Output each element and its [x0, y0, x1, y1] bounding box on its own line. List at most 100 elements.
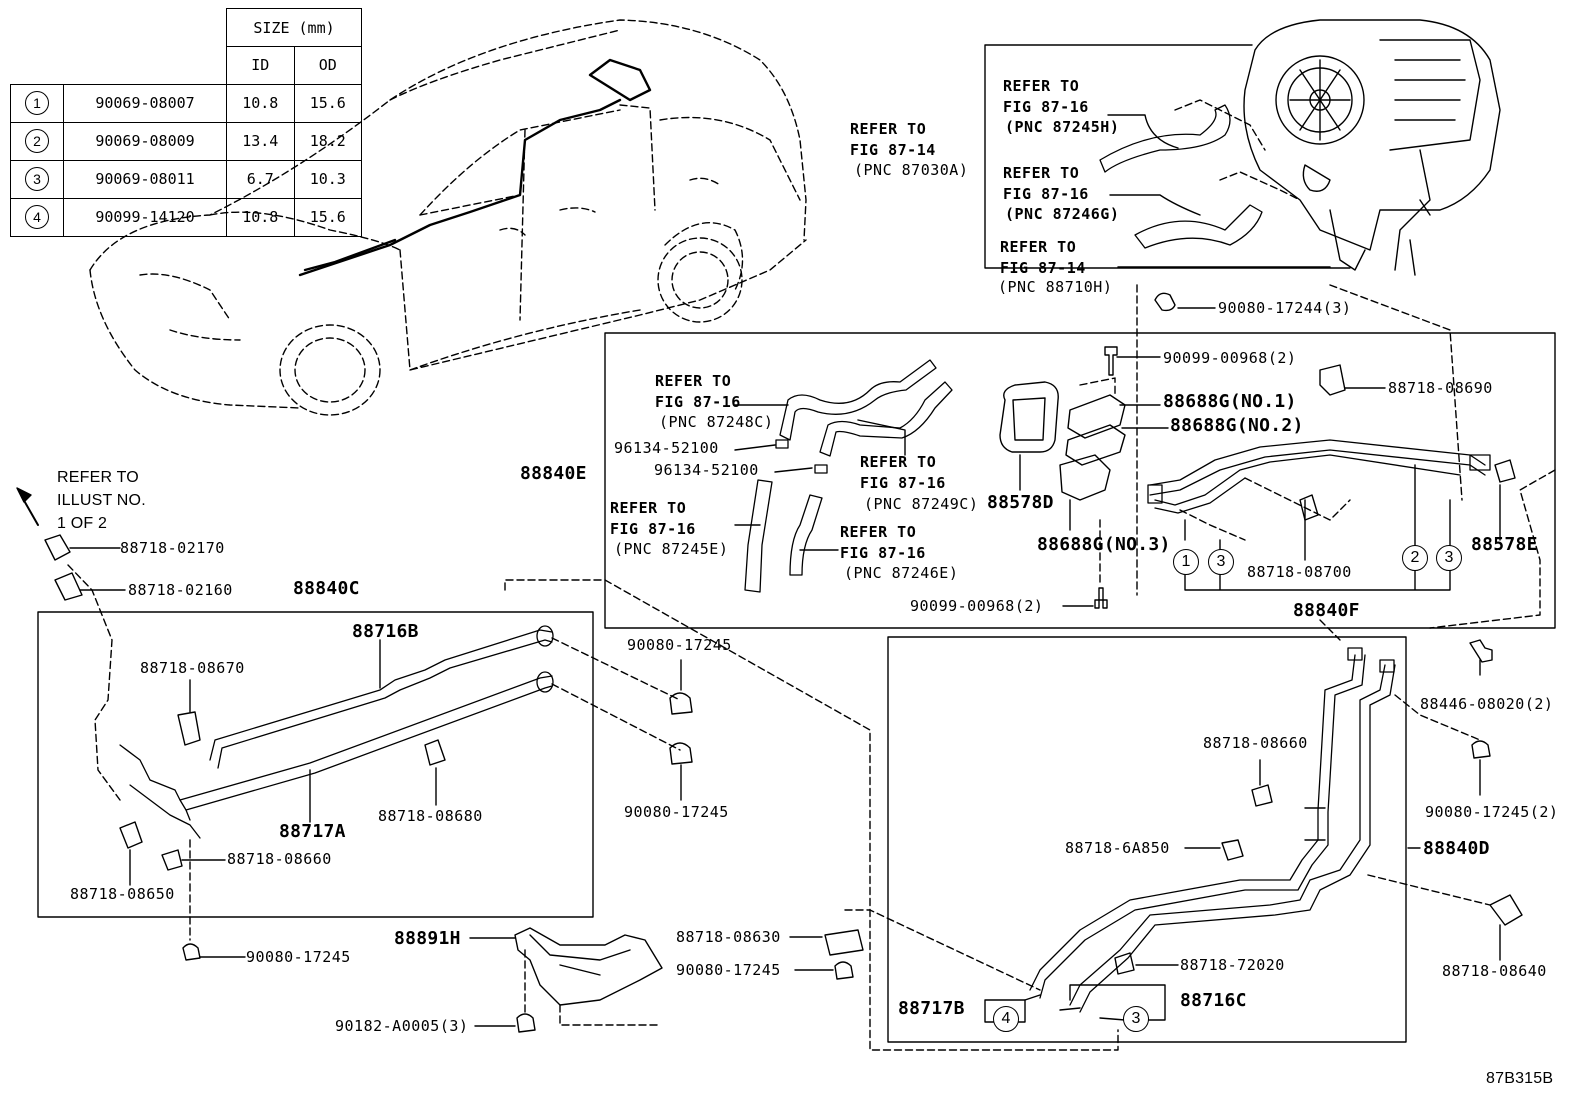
diagram-code: 87B315B — [1486, 1070, 1554, 1087]
label-88718-08640: 88718-08640 — [1442, 962, 1547, 980]
size-table: SIZE (mm) ID OD 1 90069-08007 10.8 15.6 … — [10, 8, 362, 237]
clip-88718-6a850 — [1221, 839, 1244, 861]
label-96134-52100-a: 96134-52100 — [614, 439, 719, 457]
label-88716c: 88716C — [1180, 990, 1247, 1011]
label-88688g-no2: 88688G(NO.2) — [1170, 415, 1304, 436]
pipes-88716b-88717a — [119, 625, 554, 839]
ref-87248c-a: REFER TO — [655, 372, 732, 390]
ref-87248c-c: (PNC 87248C) — [659, 413, 774, 431]
label-88578d: 88578D — [987, 492, 1054, 513]
label-88578e: 88578E — [1471, 534, 1538, 555]
label-88718-08690: 88718-08690 — [1388, 379, 1493, 397]
row-part: 90069-08011 — [63, 159, 227, 199]
bolt-88446 — [1469, 639, 1493, 663]
label-88718-08660-b: 88718-08660 — [1203, 734, 1308, 752]
nut-90080-17245-c — [669, 742, 693, 765]
ref-87246g-b: FIG 87-16 — [1003, 185, 1089, 203]
callout-3: 3 — [1436, 545, 1462, 571]
box-88840e — [604, 332, 1556, 629]
ref-88710h-c: (PNC 88710H) — [998, 278, 1113, 296]
ref-87248c-b: FIG 87-16 — [655, 393, 741, 411]
callout-1: 1 — [1173, 549, 1199, 575]
label-88718-08700: 88718-08700 — [1247, 563, 1352, 581]
label-96134-52100-b: 96134-52100 — [654, 461, 759, 479]
row-id: 6.7 — [226, 159, 295, 199]
bolt-90099-bot — [1094, 587, 1108, 609]
row-number: 4 — [25, 205, 49, 229]
row-number: 2 — [25, 129, 49, 153]
clip-88718-08690 — [1319, 364, 1346, 396]
ref-88710h-a: REFER TO — [1000, 238, 1077, 256]
vehicle-outline — [89, 19, 807, 416]
row-id: 13.4 — [226, 121, 295, 161]
refer-illust-line2: ILLUST NO. — [57, 492, 146, 509]
row-part: 90069-08007 — [63, 83, 227, 123]
bracket-88891h — [514, 927, 663, 1006]
clip-88718-08670 — [177, 711, 201, 746]
nut-90182 — [516, 1013, 536, 1033]
label-90182-a0005: 90182-A0005(3) — [335, 1017, 469, 1035]
label-88891h: 88891H — [394, 928, 461, 949]
label-88718-72020: 88718-72020 — [1180, 956, 1285, 974]
ref-87246e-b: FIG 87-16 — [840, 544, 926, 562]
label-90099-00968-top: 90099-00968(2) — [1163, 349, 1297, 367]
hvac-unit-drawing — [1243, 19, 1501, 276]
ref-87246g-a: REFER TO — [1003, 164, 1080, 182]
refer-illust-line3: 1 OF 2 — [57, 515, 108, 532]
label-88717b: 88717B — [898, 998, 965, 1019]
clip-88718-08700 — [1299, 494, 1319, 521]
ref-87249c-c: (PNC 87249C) — [864, 495, 979, 513]
row-od: 10.3 — [293, 159, 362, 199]
refer-box-top-right — [984, 44, 1351, 269]
table-row: 2 90069-08009 13.4 18.2 — [10, 121, 362, 161]
ref-87249c-b: FIG 87-16 — [860, 474, 946, 492]
label-88718-08630: 88718-08630 — [676, 928, 781, 946]
label-88688g-no3: 88688G(NO.3) — [1037, 534, 1171, 555]
clip-88718-08660-a — [161, 849, 183, 871]
ref-87249c-a: REFER TO — [860, 453, 937, 471]
row-id: 10.8 — [226, 197, 295, 237]
box-88840c — [37, 611, 594, 918]
row-number: 3 — [25, 167, 49, 191]
ref-87246e-c: (PNC 87246E) — [844, 564, 959, 582]
clip-88718-08650 — [119, 821, 143, 849]
label-88718-02160: 88718-02160 — [128, 581, 233, 599]
label-88718-6a850: 88718-6A850 — [1065, 839, 1170, 857]
table-row: 1 90069-08007 10.8 15.6 — [10, 83, 362, 123]
clip-88718-02160 — [54, 572, 83, 601]
label-88688g-no1: 88688G(NO.1) — [1163, 391, 1297, 412]
pipes-88840d — [1029, 647, 1396, 1013]
label-88718-02170: 88718-02170 — [120, 539, 225, 557]
clip-88718-08630 — [824, 929, 864, 956]
ref-87030a-b: FIG 87-14 — [850, 141, 936, 159]
label-88718-08660-a: 88718-08660 — [227, 850, 332, 868]
row-od: 18.2 — [293, 121, 362, 161]
label-88840c: 88840C — [293, 578, 360, 599]
nut-90080-17245-e — [1471, 740, 1491, 759]
hvac-hoses-top — [1099, 104, 1263, 249]
label-88446-08020: 88446-08020(2) — [1420, 695, 1554, 713]
hoses-88840e-left — [744, 359, 953, 593]
nut-90080-17244 — [1154, 292, 1176, 312]
size-table-col-id: ID — [226, 46, 295, 85]
size-table-col-od: OD — [293, 46, 362, 85]
clip-88718-08680 — [424, 739, 446, 766]
ref-87245e-c: (PNC 87245E) — [614, 540, 729, 558]
ref-87245h-b: FIG 87-16 — [1003, 98, 1089, 116]
clip-88718-02170 — [44, 534, 71, 561]
nut-90080-17245-a — [182, 943, 201, 961]
ref-87246e-a: REFER TO — [840, 523, 917, 541]
ref-87245h-c: (PNC 87245H) — [1005, 118, 1120, 136]
pipes-88840f — [1147, 439, 1491, 514]
label-90099-00968-bot: 90099-00968(2) — [910, 597, 1044, 615]
table-row: 4 90099-14120 10.8 15.6 — [10, 197, 362, 237]
label-88718-08670: 88718-08670 — [140, 659, 245, 677]
label-90080-17244: 90080-17244(3) — [1218, 299, 1352, 317]
box-88840d — [887, 636, 1407, 1043]
row-od: 15.6 — [293, 197, 362, 237]
ref-87030a-c: (PNC 87030A) — [854, 161, 969, 179]
label-88718-08680: 88718-08680 — [378, 807, 483, 825]
clip-88718-08640 — [1489, 894, 1523, 926]
